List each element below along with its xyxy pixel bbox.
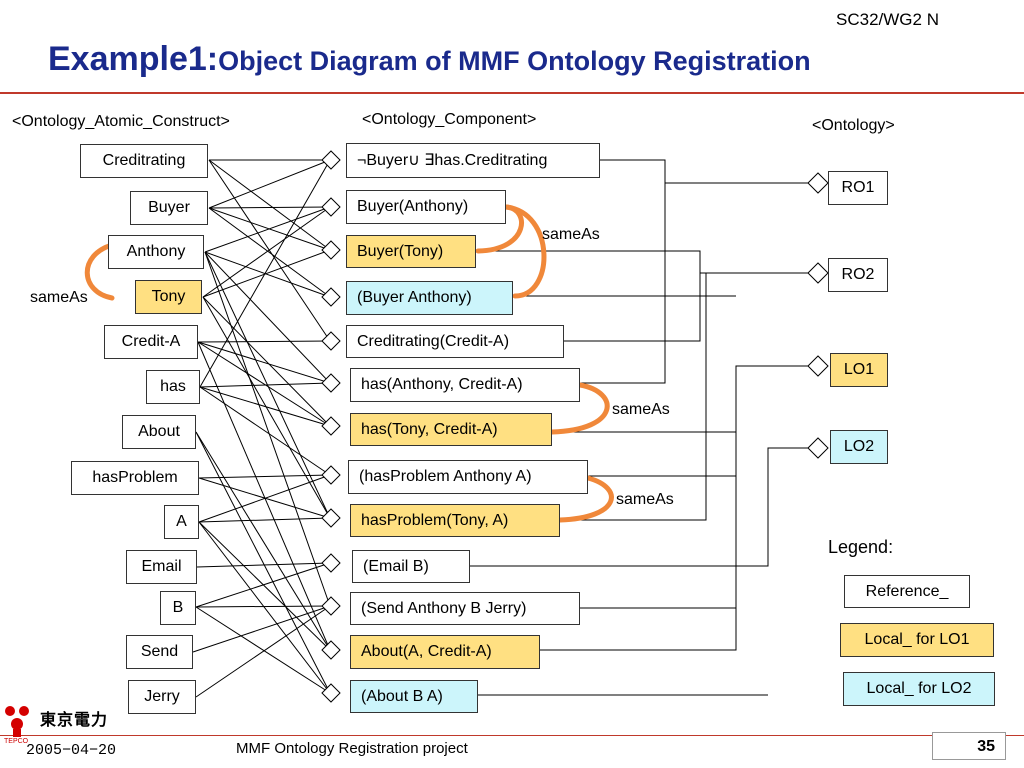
component-hasproblem-anthony-a[interactable]: (hasProblem Anthony A) bbox=[348, 460, 588, 494]
title-divider bbox=[0, 92, 1024, 94]
legend-local-lo1: Local_ for LO1 bbox=[840, 623, 994, 657]
same-as-label: sameAs bbox=[542, 226, 600, 243]
atomic-jerry[interactable]: Jerry bbox=[128, 680, 196, 714]
same-as-label: sameAs bbox=[612, 401, 670, 418]
component-buyer-anthony[interactable]: Buyer(Anthony) bbox=[346, 190, 506, 224]
component-creditrating-credit-a[interactable]: Creditrating(Credit-A) bbox=[346, 325, 564, 358]
ontology-lo2[interactable]: LO2 bbox=[830, 430, 888, 464]
atomic-b[interactable]: B bbox=[160, 591, 196, 625]
component-has-tony-credit-a[interactable]: has(Tony, Credit-A) bbox=[350, 413, 552, 446]
ontology-ro1[interactable]: RO1 bbox=[828, 171, 888, 205]
legend-local-lo2: Local_ for LO2 bbox=[843, 672, 995, 706]
component-send-anthony-b-jerry[interactable]: (Send Anthony B Jerry) bbox=[350, 592, 580, 625]
legend-reference: Reference_ bbox=[844, 575, 970, 608]
component-email-b[interactable]: (Email B) bbox=[352, 550, 470, 583]
logo-text: 東京電力 bbox=[40, 712, 109, 729]
document-code: SC32/WG2 N bbox=[836, 10, 939, 29]
ontology-lo1[interactable]: LO1 bbox=[830, 353, 888, 387]
same-as-label: sameAs bbox=[616, 491, 674, 508]
atomic-send[interactable]: Send bbox=[126, 635, 193, 669]
logo-subtext: TEPCO bbox=[4, 738, 29, 745]
footer-divider bbox=[0, 735, 1024, 736]
atomic-a[interactable]: A bbox=[164, 505, 199, 539]
ontology-ro2[interactable]: RO2 bbox=[828, 258, 888, 292]
title-text: Object Diagram of MMF Ontology Registrat… bbox=[218, 46, 811, 76]
component-buyer-union-expression[interactable]: ¬Buyer∪ ∃has.Creditrating bbox=[346, 143, 600, 178]
column-header-atomic: <Ontology_Atomic_Construct> bbox=[12, 113, 230, 130]
slide-title: Example1:Object Diagram of MMF Ontology … bbox=[48, 40, 811, 79]
atomic-email[interactable]: Email bbox=[126, 550, 197, 584]
component-buyer-tony[interactable]: Buyer(Tony) bbox=[346, 235, 476, 268]
legend-title: Legend: bbox=[828, 537, 894, 557]
column-header-component: <Ontology_Component> bbox=[362, 111, 537, 128]
component-about-b-a[interactable]: (About B A) bbox=[350, 680, 478, 713]
component-buyer-anthony-lo2[interactable]: (Buyer Anthony) bbox=[346, 281, 513, 315]
atomic-anthony[interactable]: Anthony bbox=[108, 235, 204, 269]
atomic-has[interactable]: has bbox=[146, 370, 200, 404]
atomic-hasproblem[interactable]: hasProblem bbox=[71, 461, 199, 495]
atomic-credit-a[interactable]: Credit-A bbox=[104, 325, 198, 359]
page-number-box: 35 bbox=[932, 732, 1006, 760]
page-number: 35 bbox=[977, 738, 995, 755]
footer-project: MMF Ontology Registration project bbox=[236, 740, 468, 757]
tepco-logo-icon bbox=[5, 706, 29, 737]
atomic-tony[interactable]: Tony bbox=[135, 280, 202, 314]
component-about-a-credit-a[interactable]: About(A, Credit-A) bbox=[350, 635, 540, 669]
title-prefix: Example1: bbox=[48, 40, 219, 78]
same-as-label: sameAs bbox=[30, 289, 88, 306]
atomic-about[interactable]: About bbox=[122, 415, 196, 449]
component-has-anthony-credit-a[interactable]: has(Anthony, Credit-A) bbox=[350, 368, 580, 402]
atomic-buyer[interactable]: Buyer bbox=[130, 191, 208, 225]
component-hasproblem-tony-a[interactable]: hasProblem(Tony, A) bbox=[350, 504, 560, 537]
atomic-creditrating[interactable]: Creditrating bbox=[80, 144, 208, 178]
column-header-ontology: <Ontology> bbox=[812, 117, 895, 134]
footer-date: 2005−04−20 bbox=[26, 742, 117, 759]
